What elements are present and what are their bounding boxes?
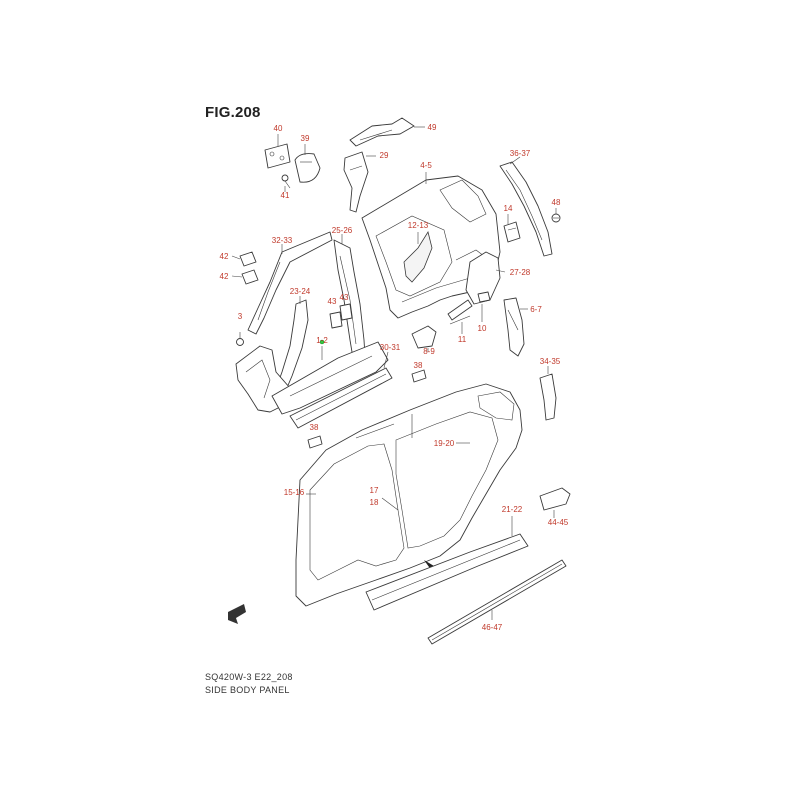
callout-36-37[interactable]: 36-37 — [510, 149, 531, 158]
callout-34-35[interactable]: 34-35 — [540, 357, 561, 366]
part-14[interactable] — [503, 221, 521, 243]
callout-38[interactable]: 38 — [414, 361, 423, 370]
callout-27-28[interactable]: 27-28 — [510, 268, 531, 277]
callout-41[interactable]: 41 — [281, 191, 290, 200]
callout-39[interactable]: 39 — [301, 134, 310, 143]
part-46-47-sill-molding[interactable] — [427, 559, 567, 645]
callout-11[interactable]: 11 — [458, 335, 467, 344]
part-38-clip-lower[interactable] — [307, 435, 323, 449]
part-32-33-a-pillar[interactable] — [247, 231, 333, 335]
part-11-strip[interactable] — [447, 299, 473, 325]
part-10-clip[interactable] — [477, 291, 491, 303]
callout-43[interactable]: 43 — [328, 297, 337, 306]
callout-6-7[interactable]: 6-7 — [530, 305, 542, 314]
callout-29[interactable]: 29 — [380, 151, 389, 160]
callout-42[interactable]: 42 — [220, 252, 229, 261]
part-3-bolt[interactable] — [236, 332, 244, 346]
part-43-patch-right[interactable] — [339, 303, 353, 321]
part-40[interactable] — [264, 143, 291, 169]
part-36-37-rear-pillar[interactable] — [499, 161, 553, 257]
part-27-28-wheelhouse[interactable] — [465, 251, 501, 305]
part-29-bracket[interactable] — [343, 151, 369, 213]
callout-49[interactable]: 49 — [428, 123, 437, 132]
callout-3[interactable]: 3 — [238, 312, 243, 321]
callout-25-26[interactable]: 25-26 — [332, 226, 353, 235]
part-19-20-outer-side-panel[interactable] — [295, 383, 523, 607]
part-30-31-sill-reinforcement[interactable] — [289, 367, 393, 429]
callout-46-47[interactable]: 46-47 — [482, 623, 503, 632]
part-43-patch-left[interactable] — [329, 311, 343, 329]
part-39-fuel-lid[interactable] — [294, 153, 321, 183]
figure-caption: SIDE BODY PANEL — [205, 685, 290, 695]
part-4-5-rear-inner-panel[interactable] — [361, 175, 501, 319]
callout-43[interactable]: 43 — [340, 293, 349, 302]
callout-14[interactable]: 14 — [504, 204, 513, 213]
callout-8-9[interactable]: 8-9 — [423, 347, 435, 356]
callout-15-16[interactable]: 15-16 — [284, 488, 305, 497]
callout-48[interactable]: 48 — [552, 198, 561, 207]
part-6-7-bracket[interactable] — [503, 297, 525, 357]
callout-40[interactable]: 40 — [274, 124, 283, 133]
model-code: SQ420W-3 E22_208 — [205, 672, 293, 682]
part-1-2-inner-sill[interactable] — [271, 339, 389, 415]
part-49-bracket[interactable] — [349, 117, 415, 147]
callout-1-2[interactable]: 1-2 — [316, 336, 328, 345]
callout-38[interactable]: 38 — [310, 423, 319, 432]
callout-10[interactable]: 10 — [478, 324, 487, 333]
callout-19-20[interactable]: 19-20 — [434, 439, 455, 448]
callout-18[interactable]: 18 — [370, 498, 379, 507]
callout-17[interactable]: 17 — [370, 486, 379, 495]
part-42-plug-upper[interactable] — [239, 251, 257, 267]
callout-12-13[interactable]: 12-13 — [408, 221, 429, 230]
callout-23-24[interactable]: 23-24 — [290, 287, 311, 296]
callout-44-45[interactable]: 44-45 — [548, 518, 569, 527]
part-34-35[interactable] — [539, 373, 557, 421]
part-41-clip[interactable] — [281, 174, 291, 189]
callout-42[interactable]: 42 — [220, 272, 229, 281]
front-direction-icon — [228, 604, 246, 624]
callout-32-33[interactable]: 32-33 — [272, 236, 293, 245]
callout-4-5[interactable]: 4-5 — [420, 161, 432, 170]
part-48-bolt[interactable] — [551, 213, 561, 223]
part-42-plug-lower[interactable] — [241, 269, 259, 285]
part-44-45-bracket[interactable] — [539, 487, 571, 511]
part-8-9-bracket[interactable] — [411, 325, 437, 349]
part-38-clip-upper[interactable] — [411, 369, 427, 383]
callout-30-31[interactable]: 30-31 — [380, 343, 401, 352]
part-21-22-outer-rocker[interactable] — [365, 533, 529, 611]
callout-21-22[interactable]: 21-22 — [502, 505, 523, 514]
figure-title: FIG.208 — [205, 104, 261, 121]
